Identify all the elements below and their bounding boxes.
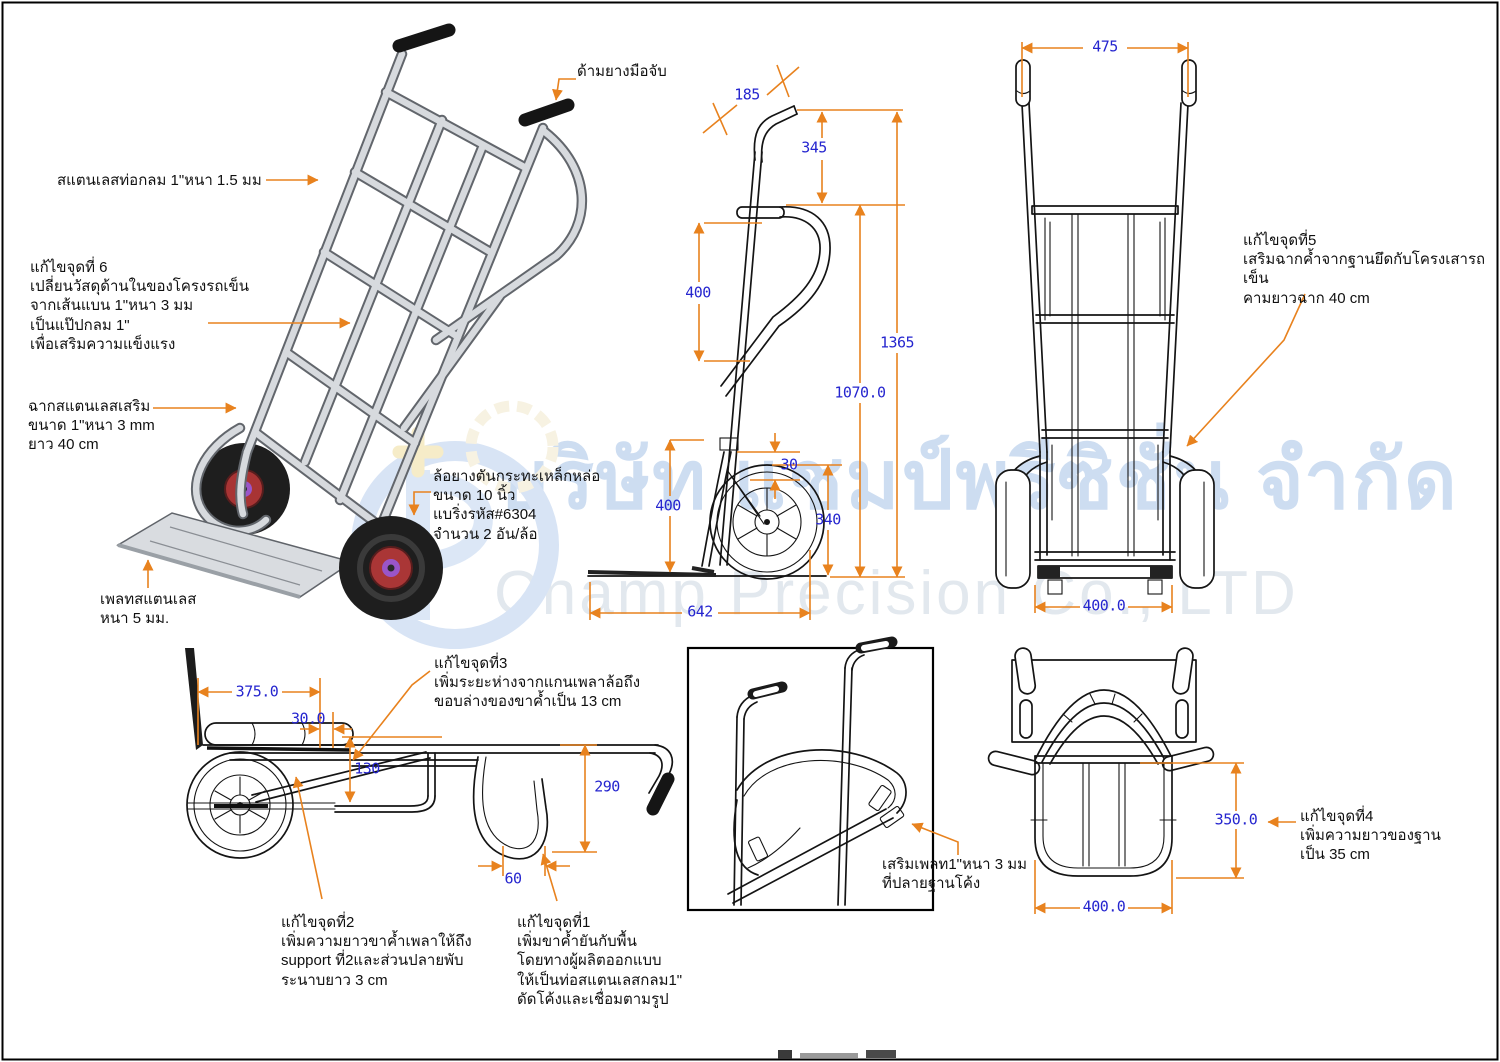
dim-label-400-upper: 400 <box>685 283 711 302</box>
note-base-plate: เพลทสแตนเลส หนา 5 มม. <box>100 591 197 628</box>
note-wheel-spec: ล้อยางตันกระทะเหล็กหล่อ ขนาด 10 นิ้ว แบร… <box>433 468 601 543</box>
handle-plan-right <box>1171 647 1194 695</box>
dim-label-400-plan: 400.0 <box>1082 897 1126 916</box>
plan-view-drawing <box>987 647 1215 877</box>
dim-label-1070: 1070.0 <box>834 383 886 402</box>
dim-label-475: 475 <box>1092 37 1118 56</box>
dim-label-290: 290 <box>594 777 620 796</box>
dim-label-340: 340 <box>815 510 841 529</box>
dim-label-30-folded: 30.0 <box>290 709 326 728</box>
side-view-drawing <box>587 105 831 580</box>
side-wing-left <box>987 750 1041 776</box>
note-rubber-handle: ด้ามยางมือจับ <box>577 63 667 80</box>
detail-box-drawing <box>686 636 935 912</box>
dim-label-400-lower: 400 <box>655 496 681 515</box>
leader-lines <box>142 78 1306 902</box>
note-fix-point-4: แก้ไขจุดที่4 เพิ่มความยาวของฐาน เป็น 35 … <box>1300 808 1441 864</box>
watermark-company-thai: บริษัท แชมป์พรีซิชั่น จำกัด <box>496 435 1459 526</box>
backrest-side <box>204 722 354 746</box>
side-wing-right <box>1161 746 1215 772</box>
note-plate-detail: เสริมเพลท1"หนา 3 มม ที่ปลายฐานโค้ง <box>882 856 1028 893</box>
dim-label-642: 642 <box>687 602 713 621</box>
dim-label-375: 375.0 <box>235 682 279 701</box>
dim-label-350: 350.0 <box>1214 810 1258 829</box>
front-view-drawing <box>995 59 1215 595</box>
handle-grip-3d-right <box>518 98 575 127</box>
wheel-3d-right <box>339 516 443 620</box>
dim-label-60: 60 <box>504 869 522 888</box>
handle-grip-3d-left <box>392 23 456 53</box>
toe-plate-3d <box>116 512 354 599</box>
note-fix-point-2: แก้ไขจุดที่2 เพิ่มความยาวขาค้ำเพลาให้ถึง… <box>281 914 472 989</box>
note-fix-point-6: แก้ไขจุดที่ 6 เปลี่ยนวัสดุด้านในของโครงร… <box>30 259 250 353</box>
note-fix-point-5: แก้ไขจุดที่5 เสริมฉากค้ำจากฐานยึดกับโครง… <box>1243 232 1486 307</box>
dimension-lines <box>197 42 1244 914</box>
handle-plan-left <box>1014 647 1037 695</box>
note-fix-point-3: แก้ไขจุดที่3 เพิ่มระยะห่างจากแกนเพลาล้อถ… <box>434 655 641 711</box>
dim-label-30: 30 <box>780 455 798 474</box>
detail-box-frame <box>686 646 935 912</box>
dim-label-1365: 1365 <box>879 333 915 352</box>
dim-label-130: 130 <box>354 759 380 778</box>
note-angle-bracket: ฉากสแตนเลสเสริม ขนาด 1"หนา 3 mm ยาว 40 c… <box>28 398 155 454</box>
dim-label-400-front: 400.0 <box>1082 596 1126 615</box>
wheel-front-right <box>1179 469 1215 589</box>
wheel-front-left <box>995 469 1031 589</box>
dim-label-345: 345 <box>801 138 827 157</box>
note-fix-point-1: แก้ไขจุดที่1 เพิ่มขาค้ำยันกับพื้น โดยทาง… <box>517 914 683 1008</box>
wheel-folded <box>186 751 294 859</box>
perspective-view-drawing <box>116 23 588 620</box>
handle-grip-folded <box>646 772 675 816</box>
bottom-edge-marks <box>778 1050 896 1059</box>
dim-label-185: 185 <box>734 85 760 104</box>
handle-front-right <box>1181 59 1197 107</box>
note-stainless-tube: สแตนเลสท่อกลม 1"หนา 1.5 มม <box>57 172 262 189</box>
handle-front-left <box>1015 59 1031 107</box>
